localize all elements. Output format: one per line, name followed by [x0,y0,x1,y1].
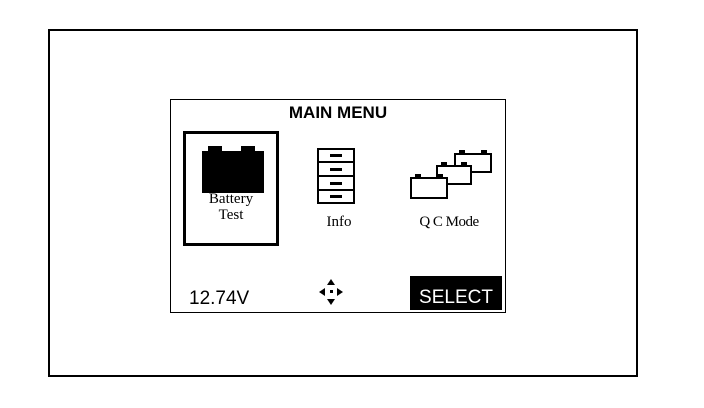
menu-item-qc-mode[interactable]: Q C Mode [397,144,501,236]
multi-battery-icon [410,150,492,199]
battery-icon [202,146,264,193]
lcd-screen: MAIN MENU Battery Test Info [170,99,506,313]
qc-mode-label: Q C Mode [419,214,479,230]
menu-item-info[interactable]: Info [299,144,379,236]
file-cabinet-icon [317,148,355,204]
voltage-readout: 12.74V [189,288,250,309]
four-way-arrows-icon[interactable] [318,278,344,306]
select-button[interactable]: SELECT [410,276,502,310]
info-label: Info [326,214,352,230]
menu-title: MAIN MENU [288,103,388,122]
battery-test-label-line2: Test [218,207,244,223]
battery-test-label-line1: Battery [208,191,254,207]
menu-item-battery-test[interactable]: Battery Test [183,131,279,246]
